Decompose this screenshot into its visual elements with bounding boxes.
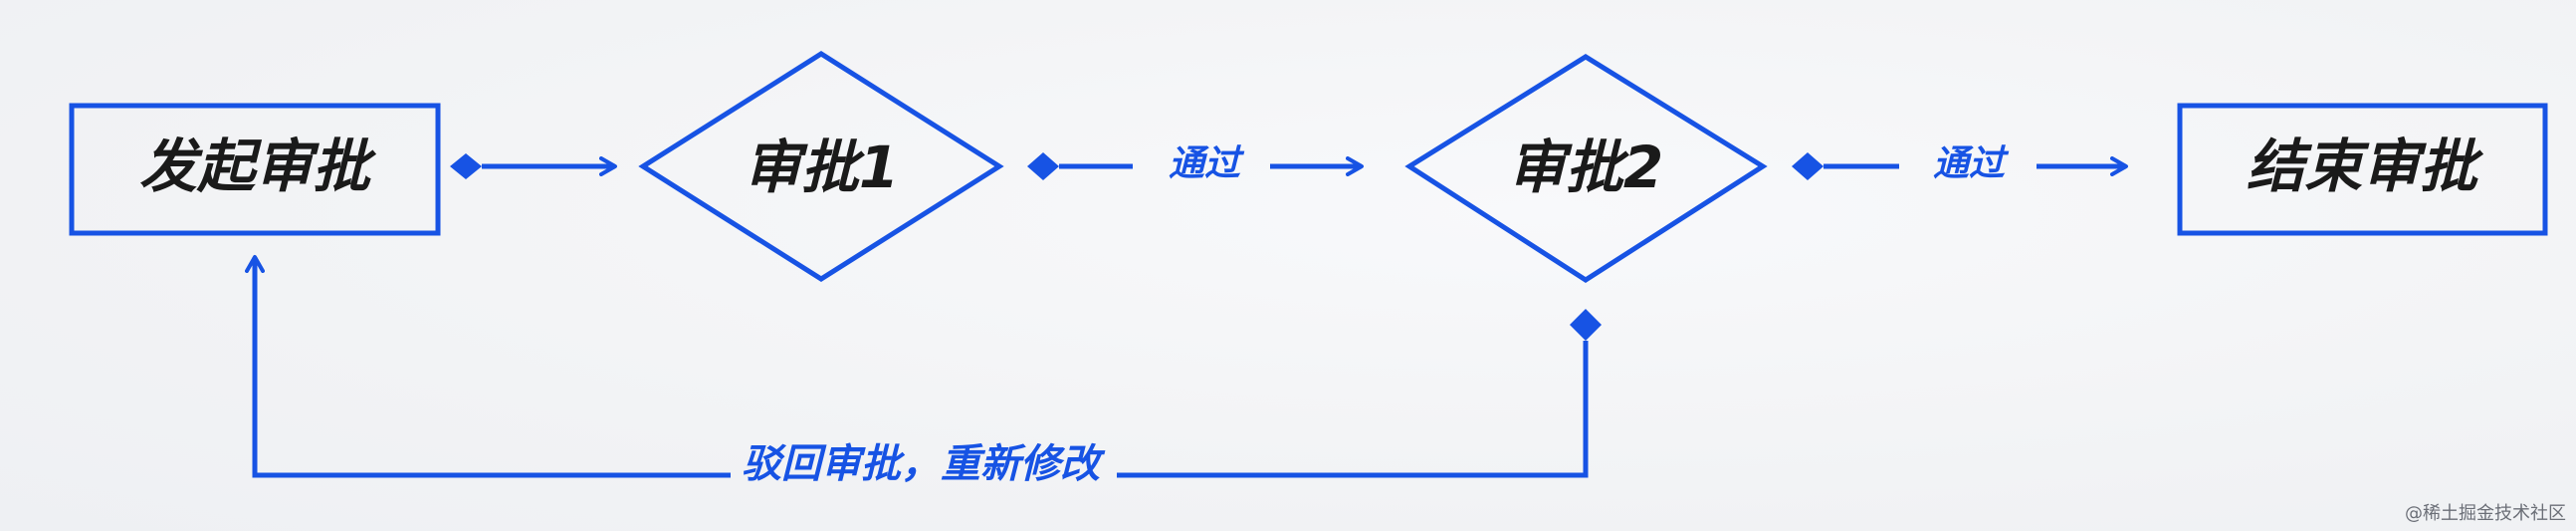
node-start-box xyxy=(69,103,441,236)
edge-reject-label: 驳回审批，重新修改 xyxy=(742,441,1106,487)
edge-reject-line-right xyxy=(1117,341,1589,478)
node-approval-1-label: 审批1 xyxy=(744,133,899,201)
watermark-text: @稀土掘金技术社区 xyxy=(2405,503,2566,524)
node-approval-2-diamond xyxy=(1404,54,1768,283)
node-end[interactable]: 结束审批 xyxy=(2177,103,2548,236)
edge-approval-1-to-approval-2: 通过 xyxy=(1027,143,1364,184)
node-approval-1[interactable]: 审批1 xyxy=(638,51,1004,282)
edge-pass1-diamond-marker xyxy=(1027,152,1059,180)
node-approval-2-label: 审批2 xyxy=(1508,133,1663,201)
node-start[interactable]: 发起审批 xyxy=(69,103,441,236)
edge-reject-diamond-marker xyxy=(1570,309,1602,341)
node-approval-1-diamond xyxy=(638,51,1004,282)
edge-pass2-label: 通过 xyxy=(1933,143,2010,184)
edge-start-diamond-marker xyxy=(450,153,482,179)
node-end-label: 结束审批 xyxy=(2247,133,2484,200)
edge-pass2-diamond-marker xyxy=(1792,152,1824,180)
node-start-label: 发起审批 xyxy=(139,133,377,200)
node-approval-2[interactable]: 审批2 xyxy=(1404,54,1768,283)
edge-approval-2-to-end: 通过 xyxy=(1792,143,2128,184)
edge-reject-loop: 驳回审批，重新修改 xyxy=(245,255,1602,487)
node-end-box xyxy=(2177,103,2548,236)
edge-reject-arrow xyxy=(245,255,731,478)
edge-pass1-label: 通过 xyxy=(1169,143,1245,184)
edge-start-to-approval-1 xyxy=(450,153,617,179)
